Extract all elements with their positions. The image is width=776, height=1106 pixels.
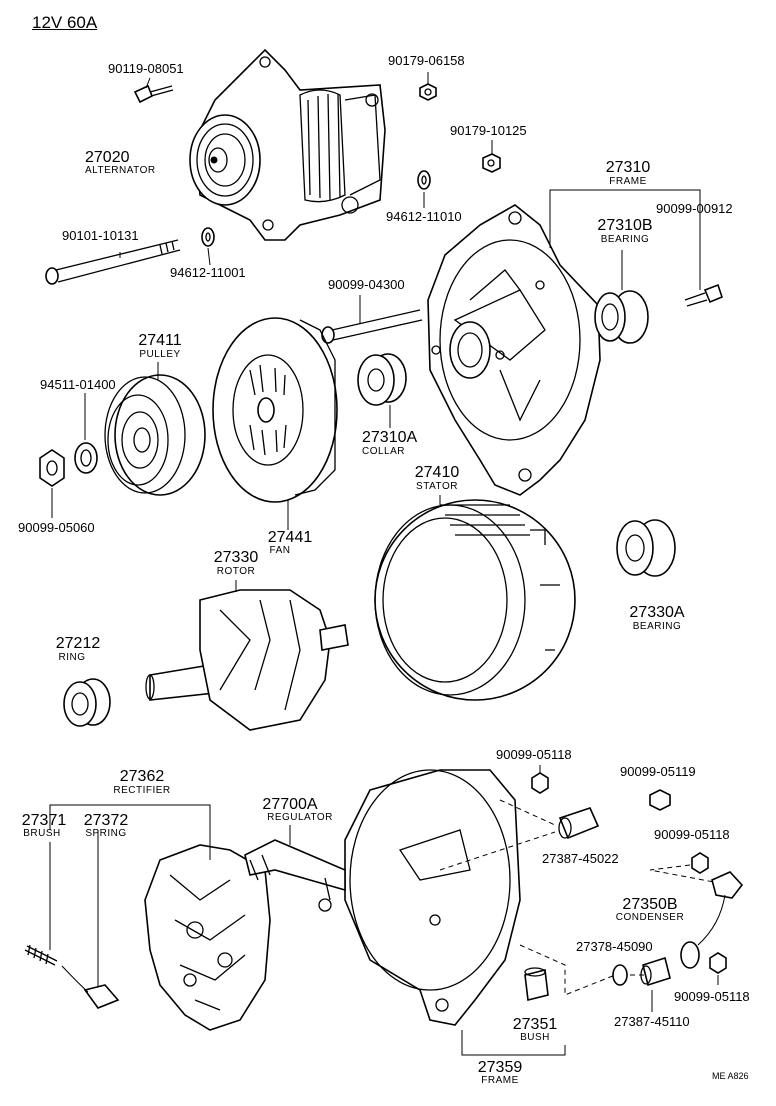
part-name-collar: COLLAR	[362, 446, 406, 457]
part-name-fan: FAN	[269, 545, 291, 556]
part-number-27371[interactable]: 27371	[21, 812, 67, 829]
bush-27351-drawing	[524, 967, 549, 1001]
screw-90099-00912-drawing	[684, 283, 723, 307]
stator-27410-drawing	[374, 499, 576, 701]
condenser-27350b-drawing	[680, 871, 744, 969]
part-name-brush: BRUSH	[23, 828, 61, 839]
part-number-27410[interactable]: 27410	[414, 464, 460, 481]
brush-spring-drawing	[24, 944, 120, 1009]
part-number-27387-45110[interactable]: 27387-45110	[614, 1014, 690, 1029]
part-number-27351[interactable]: 27351	[512, 1016, 558, 1033]
rectifier-27362-drawing	[144, 844, 271, 1031]
bearing-27310b-drawing	[594, 290, 649, 344]
part-number-27020[interactable]: 27020	[85, 149, 130, 166]
part-number-94612-11001[interactable]: 94612-11001	[170, 265, 246, 280]
part-number-27700a[interactable]: 27700A	[262, 796, 318, 813]
bolt-90119-drawing	[133, 84, 174, 104]
nut-90179-10125-drawing	[482, 153, 501, 173]
part-number-27330[interactable]: 27330	[213, 549, 259, 566]
part-number-90179-10125[interactable]: 90179-10125	[450, 123, 527, 138]
part-name-spring: SPRING	[85, 828, 127, 839]
part-number-94511-01400[interactable]: 94511-01400	[40, 377, 116, 392]
part-number-27310a[interactable]: 27310A	[362, 429, 418, 446]
collar-27310a-drawing	[357, 353, 407, 406]
part-number-27411[interactable]: 27411	[138, 332, 182, 349]
spec-title: 12V 60A	[32, 13, 98, 32]
rear-frame-27359-drawing	[344, 769, 521, 1026]
part-number-27310[interactable]: 27310	[605, 159, 651, 176]
part-number-90099-05118-bottom[interactable]: 90099-05118	[674, 989, 750, 1004]
frame-27310-drawing	[427, 204, 601, 496]
part-name-ring: RING	[58, 652, 86, 663]
nut-90099-05119-drawing	[649, 789, 671, 811]
part-number-90099-04300[interactable]: 90099-04300	[328, 277, 405, 292]
part-number-90101-10131[interactable]: 90101-10131	[62, 228, 139, 243]
part-number-27362[interactable]: 27362	[119, 768, 165, 785]
diagram-code: ME A826	[712, 1071, 749, 1081]
part-name-frame: FRAME	[609, 176, 647, 187]
nut-90099-05118-bottom-drawing	[709, 952, 727, 974]
rotor-27330-drawing	[145, 589, 349, 731]
nut-90099-05118-top-drawing	[531, 772, 549, 794]
part-name-stator: STATOR	[416, 481, 458, 492]
terminal-27387-45022-drawing	[558, 807, 600, 840]
nut-90099-05060-drawing	[39, 449, 65, 487]
part-number-27387-45022[interactable]: 27387-45022	[542, 851, 619, 866]
ring-27212-drawing	[63, 678, 111, 727]
part-number-27441[interactable]: 27441	[267, 529, 313, 546]
washer-94511-drawing	[74, 442, 98, 474]
fan-27441-drawing	[212, 317, 338, 503]
part-number-27372[interactable]: 27372	[83, 812, 129, 829]
washer-94612-11001-drawing	[201, 227, 215, 247]
alternator-assembly-drawing	[189, 48, 386, 241]
nut-90099-05118-mid-drawing	[691, 852, 709, 874]
part-name-rectifier: RECTIFIER	[113, 785, 171, 796]
part-number-27310b[interactable]: 27310B	[597, 217, 653, 234]
washer-27378-45090-drawing	[612, 964, 628, 986]
part-number-90179-06158[interactable]: 90179-06158	[388, 53, 465, 68]
part-number-90099-05118-top[interactable]: 90099-05118	[496, 747, 572, 762]
part-number-27330a[interactable]: 27330A	[629, 604, 685, 621]
part-number-27350b[interactable]: 27350B	[622, 896, 678, 913]
part-name-pulley: PULLEY	[139, 349, 181, 360]
part-name-bearing: BEARING	[600, 234, 650, 245]
part-name-rotor: ROTOR	[216, 566, 256, 577]
part-number-90099-00912[interactable]: 90099-00912	[656, 201, 733, 216]
part-number-27378-45090[interactable]: 27378-45090	[576, 939, 653, 954]
part-number-94612-11010[interactable]: 94612-11010	[386, 209, 462, 224]
part-number-90099-05119[interactable]: 90099-05119	[620, 764, 696, 779]
terminal-27387-45110-drawing	[640, 956, 671, 987]
part-number-90099-05118-mid[interactable]: 90099-05118	[654, 827, 730, 842]
nut-90179-06158-drawing	[419, 83, 437, 101]
part-number-90119-08051[interactable]: 90119-08051	[108, 61, 184, 76]
part-number-90099-05060[interactable]: 90099-05060	[18, 520, 95, 535]
washer-94612-11010-drawing	[417, 170, 431, 190]
through-bolt-90101-drawing	[45, 239, 181, 285]
bearing-27330a-drawing	[616, 519, 676, 577]
part-name-bearing-27330a: BEARING	[632, 621, 682, 632]
pulley-27411-drawing	[104, 374, 206, 496]
part-name-bush: BUSH	[520, 1032, 550, 1043]
regulator-27700a-drawing	[244, 839, 346, 912]
part-number-27359[interactable]: 27359	[477, 1059, 523, 1076]
part-number-27212[interactable]: 27212	[55, 635, 101, 652]
part-name-condenser: CONDENSER	[615, 912, 685, 923]
part-name-frame-27359: FRAME	[481, 1075, 519, 1086]
part-name-regulator: REGULATOR	[267, 812, 333, 823]
screw-90099-04300-drawing	[321, 309, 423, 344]
part-name-alternator: ALTERNATOR	[85, 165, 156, 176]
